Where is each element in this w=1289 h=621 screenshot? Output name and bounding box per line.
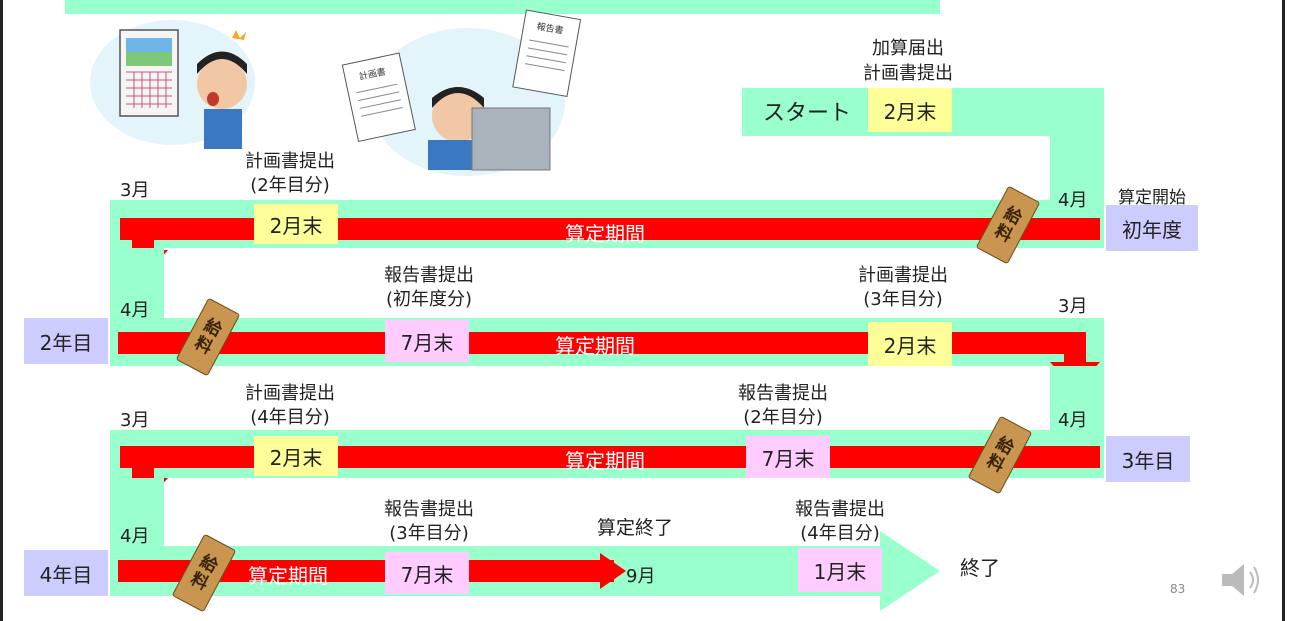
row3-report-header-line2: (2年目分) <box>743 407 823 428</box>
start-date-badge: 2月末 <box>868 88 952 132</box>
row4-report-header-line1: 報告書提出 <box>384 499 474 520</box>
row3-plan-header-line1: 計画書提出 <box>245 383 335 404</box>
row1-year-header: 算定開始 <box>1118 188 1186 208</box>
row2-report-date-badge: 7月末 <box>385 320 469 362</box>
row1-year-badge: 初年度 <box>1106 205 1198 251</box>
row1-arrow <box>120 218 1100 240</box>
row3-arrow-down <box>132 446 154 486</box>
start-label: スタート <box>762 101 851 126</box>
row4-period: 算定期間 <box>248 564 328 588</box>
row4-finish-label: 終了 <box>960 556 1000 580</box>
row3-report-date-badge: 7月末 <box>746 436 830 478</box>
row4-report-date-badge: 7月末 <box>385 552 469 594</box>
row1-plan-header-line2: (2年目分) <box>250 175 330 196</box>
row4-report2-header-line1: 報告書提出 <box>795 499 885 520</box>
row4-report-header-line2: (3年目分) <box>389 523 469 544</box>
start-header-line2: 計画書提出 <box>863 63 953 84</box>
row1-right-month: 4月 <box>1058 190 1088 211</box>
row4-left-month: 4月 <box>120 526 150 547</box>
start-header-line1: 加算届出 <box>872 38 944 59</box>
row1-plan-header-line1: 計画書提出 <box>245 151 335 172</box>
row3-right-connector <box>1050 366 1104 436</box>
row4-arrow <box>118 560 614 582</box>
row2-report-header-line2: (初年度分) <box>385 289 473 310</box>
row3-period: 算定期間 <box>565 449 645 473</box>
row2-left-month: 4月 <box>120 300 150 321</box>
row4-report2-date-badge: 1月末 <box>798 548 882 592</box>
speaker-icon[interactable] <box>1220 562 1262 598</box>
row2-plan-date-badge: 2月末 <box>868 322 952 366</box>
row2-right-month: 3月 <box>1058 296 1088 317</box>
row1-period: 算定期間 <box>565 222 645 246</box>
row4-arrowhead <box>600 553 626 589</box>
page-number: 83 <box>1170 582 1186 596</box>
row3-report-header-line1: 報告書提出 <box>738 383 828 404</box>
row3-year-badge: 3年目 <box>1106 436 1190 482</box>
row1-left-month: 3月 <box>120 180 150 201</box>
row1-plan-date-badge: 2月末 <box>254 204 338 244</box>
row4-end-month: 9月 <box>626 566 656 587</box>
row2-plan-header-line2: (3年目分) <box>863 289 943 310</box>
row3-right-month: 4月 <box>1058 410 1088 431</box>
row2-year-badge: 2年目 <box>24 318 108 364</box>
row4-end-calc: 算定終了 <box>596 517 673 539</box>
top-strip <box>65 0 940 14</box>
laptop-person-icon: 計画書 報告書 <box>341 9 582 171</box>
start-connector-band <box>1050 88 1104 210</box>
row3-plan-header-line2: (4年目分) <box>250 407 330 428</box>
row3-left-month: 3月 <box>120 410 150 431</box>
row2-period: 算定期間 <box>555 334 635 358</box>
row2-report-header-line1: 報告書提出 <box>384 265 474 286</box>
row4-year-badge: 4年目 <box>24 550 108 596</box>
calendar-icon <box>119 29 247 149</box>
row2-arrow <box>118 332 1078 354</box>
row3-plan-date-badge: 2月末 <box>254 436 338 476</box>
row4-report2-header-line2: (4年目分) <box>800 523 880 544</box>
row2-plan-header-line1: 計画書提出 <box>858 265 948 286</box>
row3-arrow <box>120 446 1100 468</box>
row4-band-arrowhead <box>880 531 940 611</box>
